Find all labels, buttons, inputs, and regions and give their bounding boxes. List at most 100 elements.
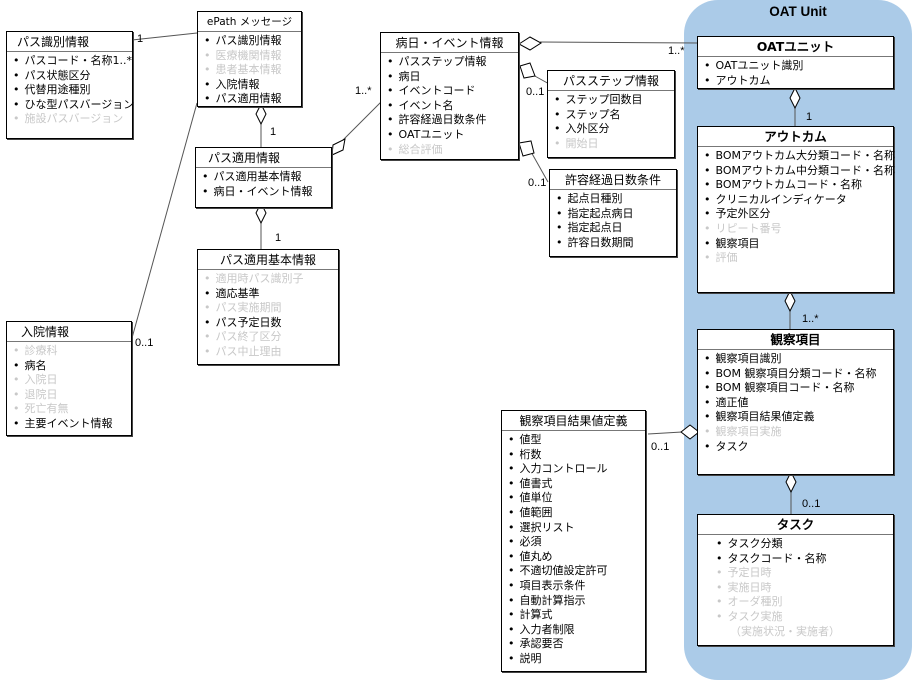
aggregation-diamond-dayevent-oat (518, 36, 542, 51)
link-dayevent-oat (539, 41, 699, 44)
class-attribute: 施設パスバージョン (13, 112, 128, 127)
class-attribute: 選択リスト (508, 521, 641, 536)
class-attribute: 代替用途種別 (13, 83, 128, 98)
class-title: パス適用基本情報 (198, 250, 338, 270)
link-apply-dayevent (341, 101, 382, 142)
class-attribute: 病日・イベント情報 (202, 185, 327, 200)
class-attribute: 病名 (13, 359, 127, 374)
class-epath-message: ePath メッセージ パス識別情報医療機関情報患者基本情報入院情報パス適用情報 (197, 11, 302, 107)
class-attribute: パス終了区分 (204, 330, 334, 345)
class-attribute: 許容経過日数条件 (387, 113, 514, 128)
class-attribute: 観察項目識別 (704, 352, 889, 367)
class-attribute: 入力者制限 (508, 623, 641, 638)
class-attribute: 値書式 (508, 477, 641, 492)
multiplicity-apply-basic: 1 (275, 232, 282, 244)
link-pathid-epath (131, 32, 198, 41)
class-attribute: ひな型パスバージョン (13, 98, 135, 113)
class-attribute: 観察項目結果値定義 (704, 410, 889, 425)
class-attribute: 入力コントロール (508, 462, 641, 477)
class-attribute: パス適用基本情報 (202, 170, 327, 185)
link-admission-epath (131, 102, 198, 339)
class-attribute: OATユニット識別 (704, 59, 889, 74)
class-title: 病日・イベント情報 (381, 33, 518, 53)
class-path-id-info: パス識別情報 パスコード・名称1..*パス状態区分代替用途種別ひな型パスバージョ… (6, 31, 135, 139)
class-attribute: パス識別情報 (204, 34, 297, 49)
oat-unit-group-title: OAT Unit (769, 4, 827, 19)
class-attribute: 計算式 (508, 608, 641, 623)
class-attribute: 起点日種別 (556, 192, 672, 207)
class-attribute: 総合評価 (387, 143, 514, 158)
class-attribute: 観察項目 (704, 237, 889, 252)
class-attribute: 項目表示条件 (508, 579, 641, 594)
aggregation-diamond-dayevent-step (519, 62, 536, 79)
class-attribute: 指定起点病日 (556, 207, 672, 222)
class-attribute: 死亡有無 (13, 402, 127, 417)
class-title: パス適用情報 (196, 148, 331, 168)
class-attribute: 値範囲 (508, 506, 641, 521)
class-attribute: イベント名 (387, 99, 514, 114)
class-attribute: 値丸め (508, 550, 641, 565)
class-attribute: ステップ回数目 (554, 93, 670, 108)
class-attribute: 入院日 (13, 373, 127, 388)
class-attribute: BOMアウトカム大分類コード・名称 (704, 149, 896, 164)
class-attribute: 説明 (508, 652, 641, 667)
class-attribute: オーダ種別 (716, 595, 889, 610)
class-attribute: 自動計算指示 (508, 594, 641, 609)
class-attribute: BOM 観察項目分類コード・名称 (704, 367, 889, 382)
class-attribute: 予定日時 (716, 566, 889, 581)
multiplicity-oat-outcome: 1 (806, 111, 813, 123)
class-attribute: タスク実施 (716, 610, 889, 625)
class-title: 入院情報 (7, 322, 131, 342)
class-path-step-info: パスステップ情報 ステップ回数目ステップ名入外区分開始日 (547, 70, 675, 158)
multiplicity-admission-epath: 0..1 (135, 337, 154, 349)
class-attribute: 患者基本情報 (204, 63, 297, 78)
aggregation-diamond-outcome-obs (784, 289, 796, 313)
aggregation-diamond-oat-outcome (789, 86, 801, 110)
aggregation-diamond-obs-task (785, 470, 797, 494)
class-admission-info: 入院情報 診療科病名入院日退院日死亡有無主要イベント情報 (6, 321, 132, 436)
class-observation-result-definition: 観察項目結果値定義 値型桁数入力コントロール値書式値単位値範囲選択リスト必須値丸… (501, 410, 646, 672)
class-task: タスク タスク分類タスクコード・名称予定日時実施日時オーダ種別タスク実施（実施状… (697, 514, 894, 646)
class-attribute: 評価 (704, 251, 889, 266)
multiplicity-apply-dayevent: 1..* (355, 85, 372, 97)
class-attribute: タスクコード・名称 (716, 552, 889, 567)
class-attribute: 診療科 (13, 344, 127, 359)
aggregation-diamond-apply-dayevent (331, 138, 346, 156)
multiplicity-outcome-obs: 1..* (802, 313, 819, 325)
multiplicity-epath-apply: 1 (270, 126, 277, 138)
class-attribute: パス中止理由 (204, 345, 334, 360)
class-oat-unit: OATユニット OATユニット識別アウトカム (697, 36, 894, 89)
class-attribute: パス予定日数 (204, 316, 334, 331)
class-path-apply-basic-info: パス適用基本情報 適用時パス識別子適応基準パス実施期間パス予定日数パス終了区分パ… (197, 249, 339, 365)
class-title: OATユニット (698, 37, 893, 57)
class-attribute: クリニカルインディケータ (704, 193, 889, 208)
class-attribute: 観察項目実施 (704, 425, 889, 440)
class-observation-item: 観察項目 観察項目識別BOM 観察項目分類コード・名称BOM 観察項目コード・名… (697, 329, 894, 475)
class-title: 観察項目 (698, 330, 893, 350)
class-attribute: BOMアウトカム中分類コード・名称 (704, 164, 896, 179)
aggregation-diamond-epath-apply (255, 102, 267, 126)
class-attribute: 適正値 (704, 396, 889, 411)
class-outcome: アウトカム BOMアウトカム大分類コード・名称BOMアウトカム中分類コード・名称… (697, 126, 896, 293)
class-attribute: イベントコード (387, 84, 514, 99)
class-attribute: 医療機関情報 (204, 49, 297, 64)
multiplicity-pathid-epath: 1 (137, 33, 144, 45)
class-attribute: パス適用情報 (204, 92, 297, 107)
aggregation-diamond-apply-basic (255, 201, 267, 225)
class-attribute: 実施日時 (716, 581, 889, 596)
class-attribute: 退院日 (13, 388, 127, 403)
link-dayevent-allow (529, 149, 549, 183)
class-attribute: 必須 (508, 535, 641, 550)
class-attribute: 値単位 (508, 491, 641, 506)
class-attribute: 適応基準 (204, 287, 334, 302)
class-attribute: パスコード・名称1..* (13, 54, 133, 69)
class-title: 観察項目結果値定義 (502, 411, 645, 431)
multiplicity-dayevent-step: 0..1 (526, 86, 545, 98)
multiplicity-obs-resultdef: 0..1 (651, 441, 670, 453)
class-attribute: 開始日 (554, 137, 670, 152)
multiplicity-dayevent-allow: 0..1 (528, 177, 547, 189)
multiplicity-dayevent-oat: 1..* (668, 45, 685, 57)
class-attribute: ステップ名 (554, 108, 670, 123)
class-attribute: パス実施期間 (204, 301, 334, 316)
class-attribute: アウトカム (704, 74, 889, 89)
